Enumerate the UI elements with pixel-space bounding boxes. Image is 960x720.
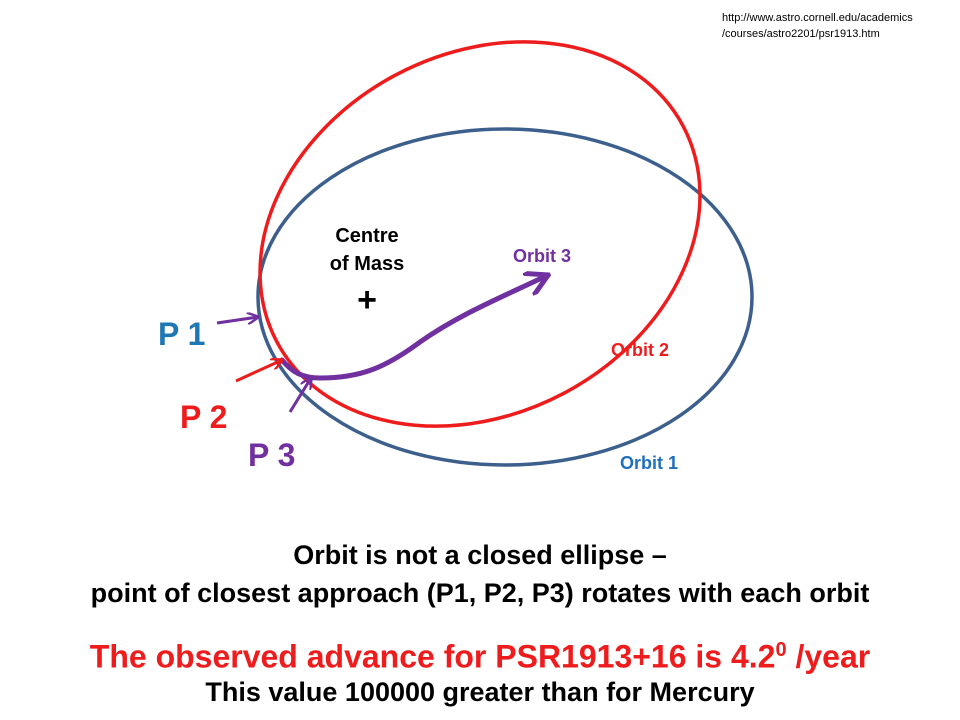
source-url-line1: http://www.astro.cornell.edu/academics <box>722 12 913 24</box>
p2-arrow <box>235 360 282 383</box>
orbit-3-label: Orbit 3 <box>513 246 571 266</box>
p3-arrow <box>288 378 311 413</box>
caption-highlight-main: The observed advance for PSR1913+16 is 4… <box>89 638 776 675</box>
orbit-2-ellipse <box>258 40 702 428</box>
caption-highlight-unit: /year <box>786 638 871 675</box>
centre-label-line2: of Mass <box>330 253 404 275</box>
caption-line1: Orbit is not a closed ellipse – <box>293 540 667 570</box>
orbit-3-path <box>279 276 546 381</box>
p1-arrow <box>216 317 258 323</box>
caption-line4: This value 100000 greater than for Mercu… <box>205 677 755 707</box>
caption-highlight-degree: 0 <box>775 639 787 661</box>
source-url: http://www.astro.cornell.edu/academics /… <box>722 10 913 42</box>
p1-label: P 1 <box>158 316 205 352</box>
centre-label-line1: Centre <box>335 225 398 247</box>
caption-highlight: The observed advance for PSR1913+16 is 4… <box>0 627 960 680</box>
p2-label: P 2 <box>180 399 227 435</box>
orbit-2-label: Orbit 2 <box>611 340 669 360</box>
caption-line2: point of closest approach (P1, P2, P3) r… <box>90 578 870 608</box>
orbit-1-ellipse <box>256 127 754 467</box>
source-url-line2: /courses/astro2201/psr1913.htm <box>722 28 880 40</box>
p3-label: P 3 <box>248 437 295 473</box>
orbit-1-label: Orbit 1 <box>620 453 678 473</box>
centre-of-mass-marker: + <box>357 281 377 319</box>
